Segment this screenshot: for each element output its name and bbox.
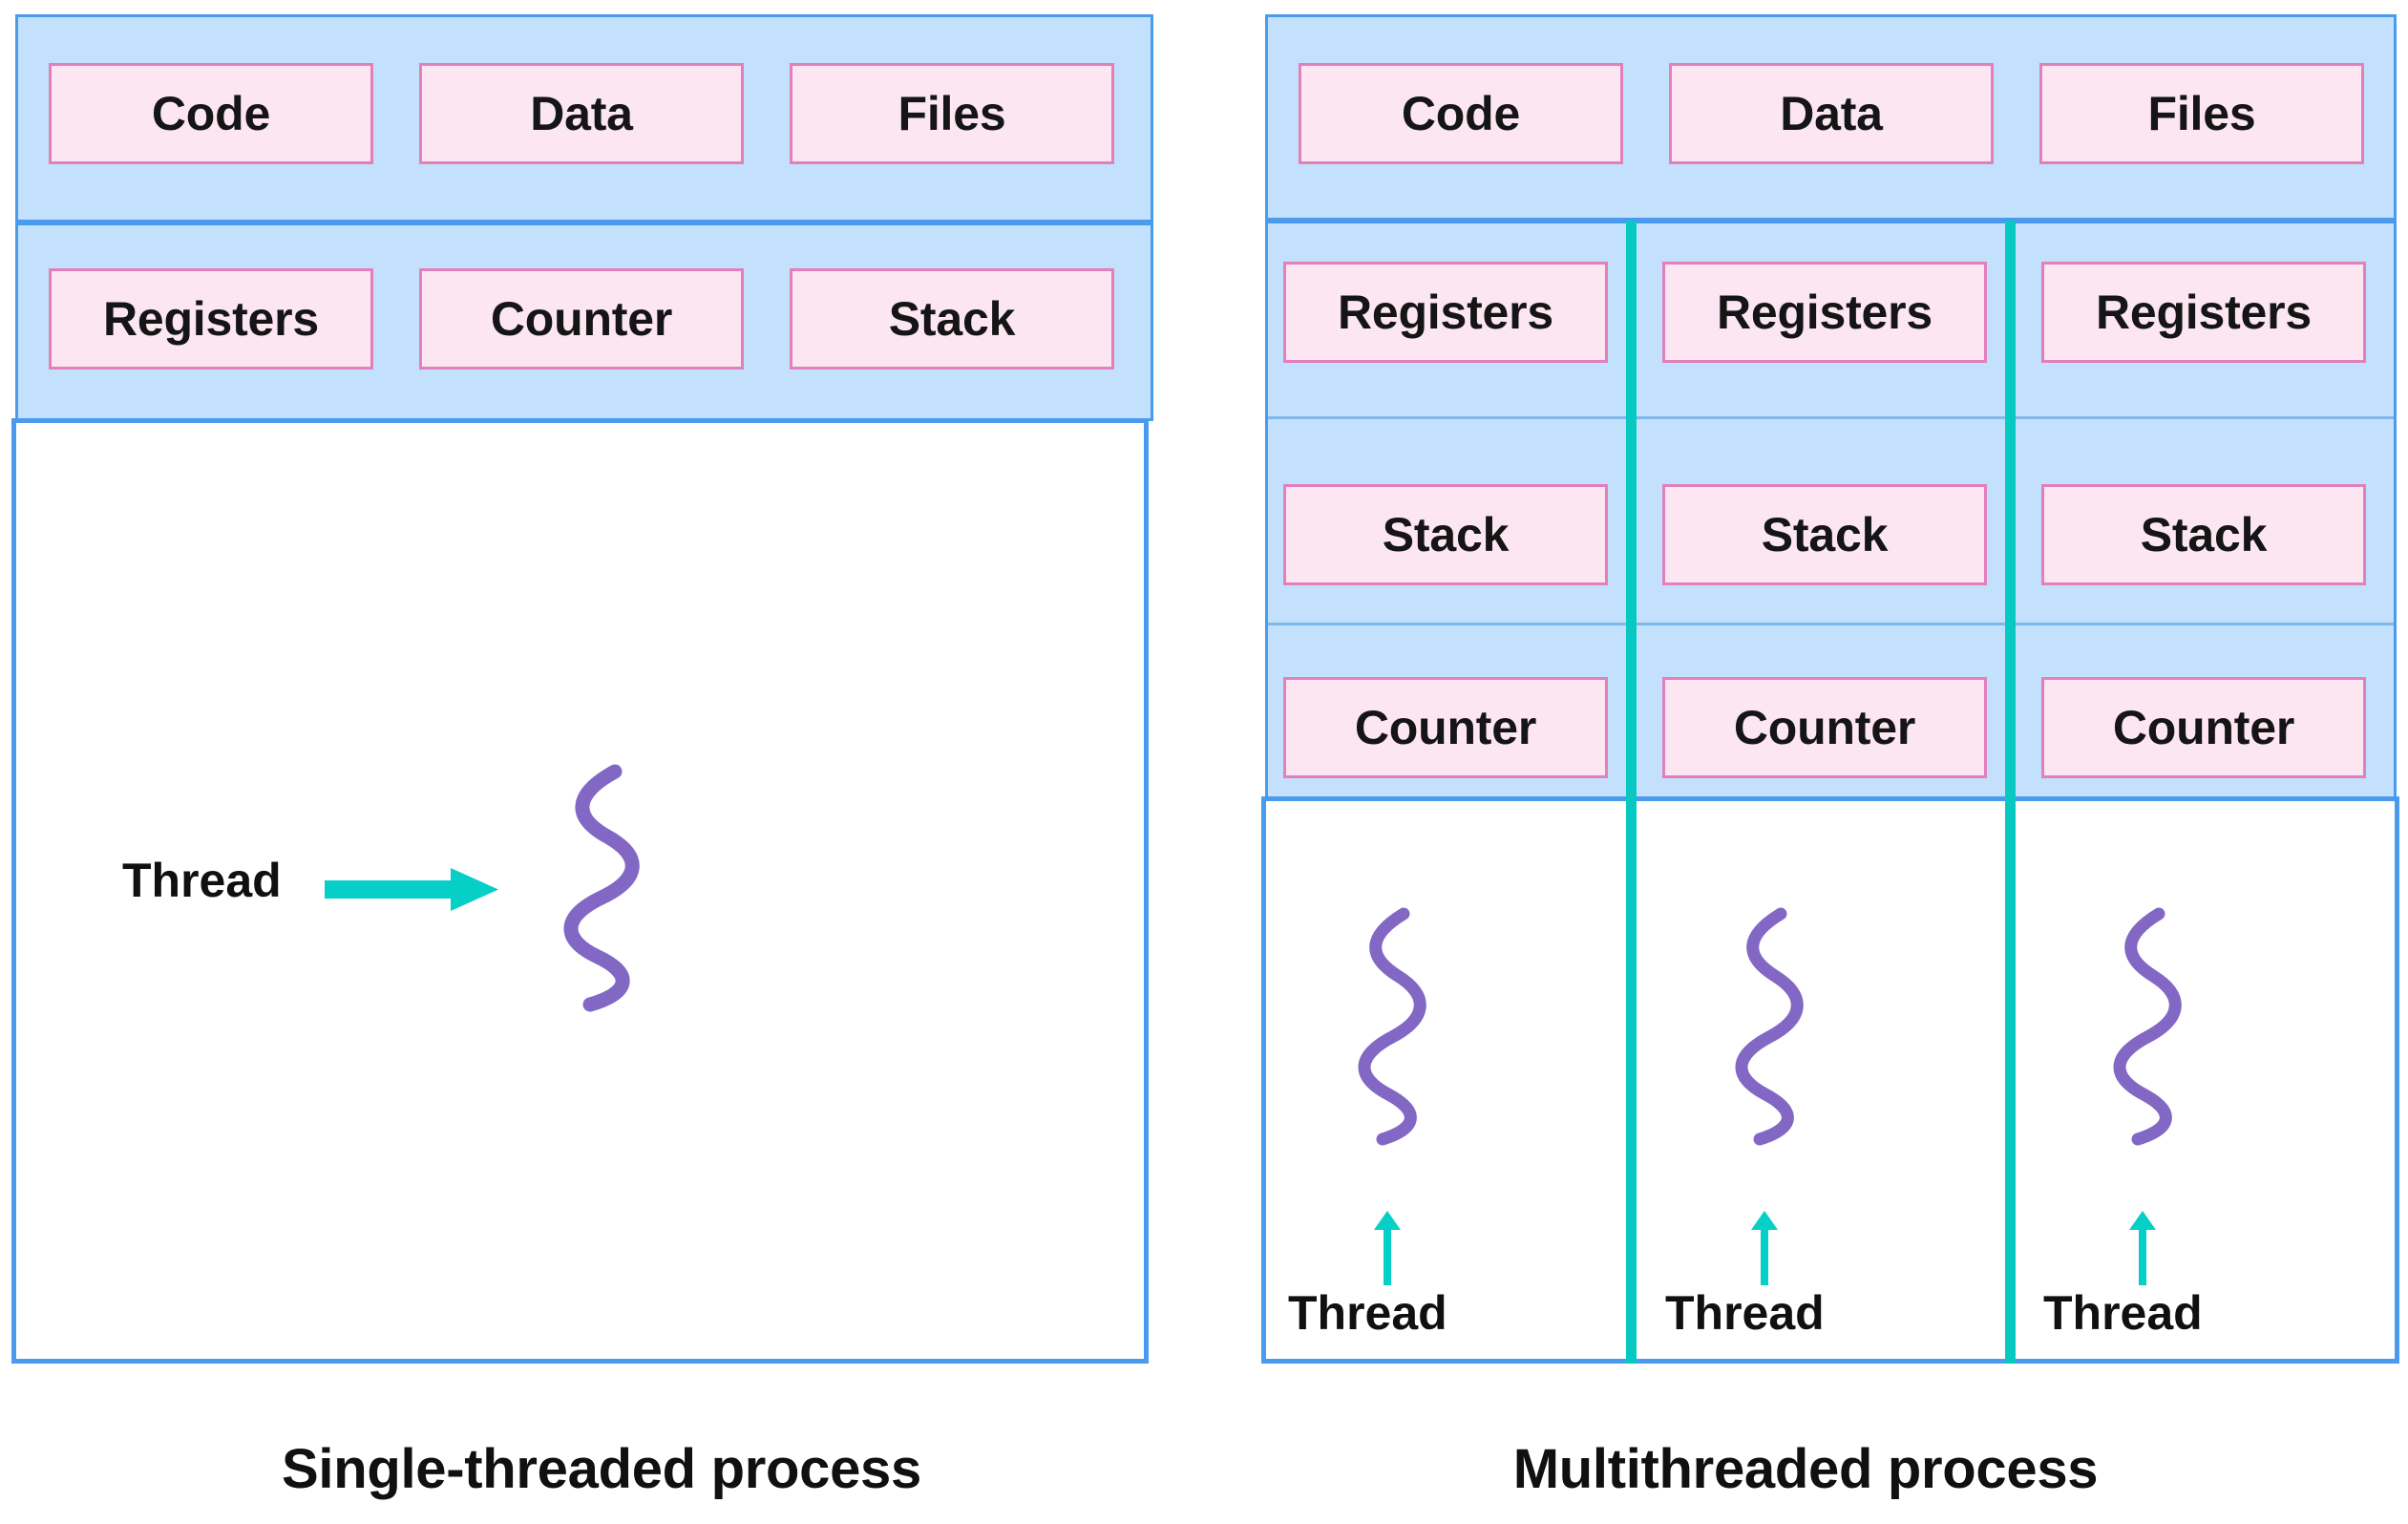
cell-data: Data: [419, 63, 744, 164]
cell-data: Data: [1669, 63, 1994, 164]
caption-single-threaded: Single-threaded process: [282, 1438, 921, 1500]
single-thread-area: [11, 418, 1149, 1364]
cell-counter-t1: Counter: [1283, 677, 1608, 778]
arrow-right-icon: [325, 868, 498, 911]
cell-stack-t1: Stack: [1283, 484, 1608, 585]
cell-stack: Stack: [790, 268, 1114, 370]
arrow-up-icon: [1751, 1211, 1778, 1285]
cell-counter-t2: Counter: [1662, 677, 1987, 778]
thread-label-t1: Thread: [1288, 1286, 1447, 1340]
multi-shared-memory-band: Code Data Files: [1265, 14, 2397, 221]
thread-squiggle-icon: [1735, 907, 1804, 1146]
single-thread-state-band: Registers Counter Stack: [15, 222, 1153, 421]
row-divider-registers-stack: [1268, 416, 2394, 419]
thread-divider-1: [1626, 221, 1637, 1364]
cell-registers-t2: Registers: [1662, 262, 1987, 363]
cell-registers-t3: Registers: [2041, 262, 2366, 363]
cell-files: Files: [790, 63, 1114, 164]
row-divider-stack-counter: [1268, 623, 2394, 625]
cell-files: Files: [2039, 63, 2364, 164]
arrow-up-icon: [1374, 1211, 1401, 1285]
single-threaded-process-panel: Code Data Files Registers Counter Stack …: [0, 0, 1203, 1524]
thread-label-t3: Thread: [2043, 1286, 2203, 1340]
cell-code: Code: [49, 63, 373, 164]
caption-multithreaded: Multithreaded process: [1512, 1438, 2099, 1500]
arrow-up-icon: [2129, 1211, 2156, 1285]
thread-divider-2: [2005, 221, 2016, 1364]
cell-code: Code: [1299, 63, 1623, 164]
thread-squiggle-icon: [1358, 907, 1426, 1146]
multi-thread-area: [1261, 796, 2399, 1364]
multi-per-thread-band: Registers Registers Registers Stack Stac…: [1265, 221, 2397, 799]
thread-squiggle-icon: [563, 764, 640, 1012]
cell-registers-t1: Registers: [1283, 262, 1608, 363]
thread-label-single: Thread: [122, 854, 282, 907]
cell-registers: Registers: [49, 268, 373, 370]
single-shared-memory-band: Code Data Files: [15, 14, 1153, 222]
cell-counter: Counter: [419, 268, 744, 370]
thread-squiggle-icon: [2113, 907, 2182, 1146]
cell-counter-t3: Counter: [2041, 677, 2366, 778]
cell-stack-t3: Stack: [2041, 484, 2366, 585]
multithreaded-process-panel: Code Data Files Registers Registers Regi…: [1203, 0, 2408, 1524]
cell-stack-t2: Stack: [1662, 484, 1987, 585]
thread-label-t2: Thread: [1665, 1286, 1825, 1340]
